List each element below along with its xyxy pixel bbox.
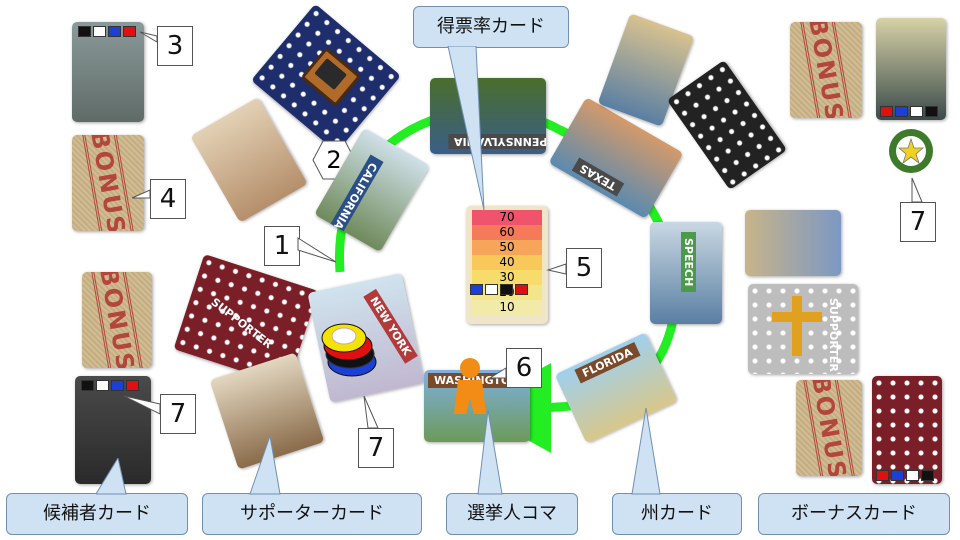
state-card-pennsylvania[interactable]: PENNSYLVANIA xyxy=(430,78,546,154)
speech-card-right[interactable]: SPEECH xyxy=(650,222,722,324)
callout-vote-rate-card: 得票率カード xyxy=(413,6,569,48)
track-10: 10 xyxy=(472,300,542,315)
candidate-card-top-right[interactable] xyxy=(876,18,946,120)
track-60: 60 xyxy=(472,225,542,240)
candidate-cubes xyxy=(876,470,934,481)
callout-bonus-card: ボーナスカード xyxy=(758,493,950,535)
track-30: 30 xyxy=(472,270,542,285)
callout-supporter-card: サポーターカード xyxy=(202,493,422,535)
candidate-cubes xyxy=(78,26,136,37)
number-label-5: 5 xyxy=(566,248,602,288)
cross-icon xyxy=(792,296,802,356)
candidate-card-top-left[interactable] xyxy=(72,22,144,122)
vote-token-stack xyxy=(321,323,377,377)
bonus-card-left-lower[interactable]: BONUS xyxy=(82,272,152,368)
vote-rate-card[interactable]: 70 60 50 40 30 20 10 xyxy=(466,206,548,324)
callout-elector-piece: 選挙人コマ xyxy=(446,493,578,535)
number-label-2: 2 xyxy=(326,146,342,174)
callout-pointer-vote-rate xyxy=(447,46,485,211)
number-label-7-center: 7 xyxy=(358,428,394,468)
callout-pointer-candidate xyxy=(96,458,127,495)
number-label-3: 3 xyxy=(157,26,193,66)
candidate-card-bottom-right[interactable] xyxy=(872,376,942,484)
bonus-card-top-right[interactable]: BONUS xyxy=(790,22,862,118)
number-label-4: 4 xyxy=(150,179,186,219)
number-label-6: 6 xyxy=(506,348,542,388)
vote-cubes xyxy=(470,284,528,295)
star-token-icon xyxy=(889,129,933,173)
supporter-card-gray[interactable]: SUPPORTER xyxy=(748,284,858,374)
candidate-cubes xyxy=(81,380,139,391)
candidate-card-right-middle[interactable] xyxy=(745,210,841,276)
bonus-card-left[interactable]: BONUS xyxy=(72,135,144,231)
callout-state-card: 州カード xyxy=(612,493,742,535)
candidate-cubes xyxy=(880,106,938,117)
callout-pointer-state xyxy=(631,408,661,495)
number-label-7-left: 7 xyxy=(160,394,196,434)
callout-pointer-supporter xyxy=(249,436,281,495)
track-70: 70 xyxy=(472,210,542,225)
bonus-card-bottom-right[interactable]: BONUS xyxy=(796,380,862,476)
callout-candidate-card: 候補者カード xyxy=(6,493,188,535)
callout-pointer-elector xyxy=(477,410,503,495)
number-label-1: 1 xyxy=(264,226,300,266)
elector-meeple-icon xyxy=(454,358,486,414)
track-40: 40 xyxy=(472,255,542,270)
number-label-7-right: 7 xyxy=(900,202,936,242)
track-50: 50 xyxy=(472,240,542,255)
